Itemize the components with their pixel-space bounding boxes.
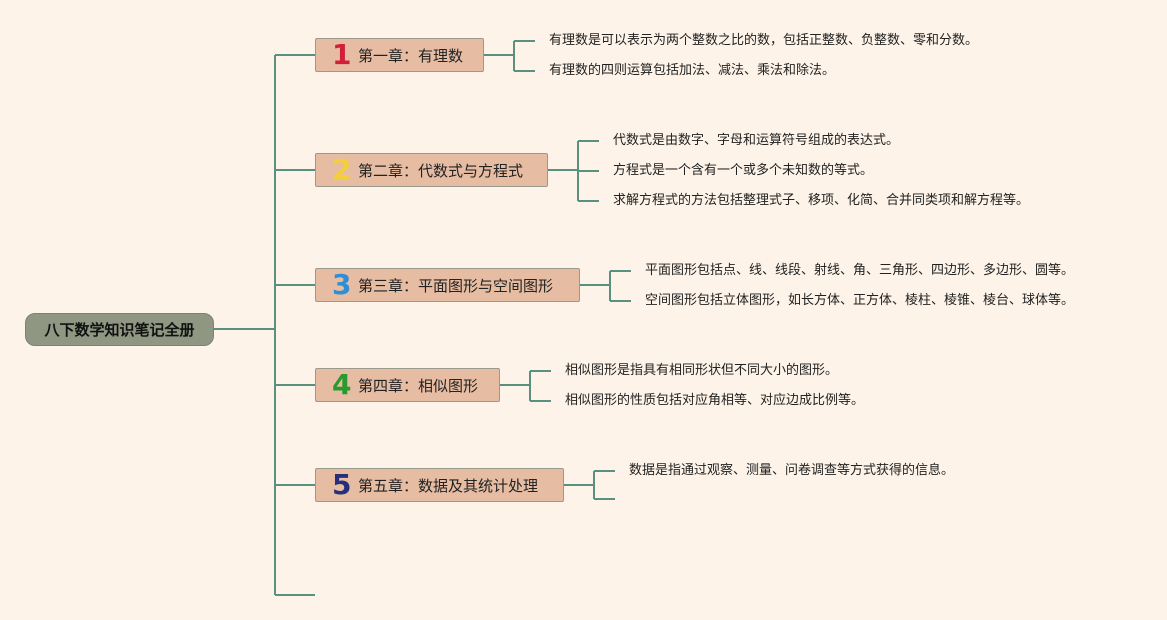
note-1-2[interactable]: 有理数的四则运算包括加法、减法、乘法和除法。 <box>549 63 836 78</box>
chapter-title: 第五章：数据及其统计处理 <box>358 476 539 495</box>
chapter-2-topic[interactable]: 2 第二章：代数式与方程式 <box>315 153 548 187</box>
chapter-number: 1 <box>332 38 352 71</box>
chapter-title: 第三章：平面图形与空间图形 <box>358 276 554 295</box>
chapter-number: 4 <box>332 368 352 401</box>
note-4-1[interactable]: 相似图形是指具有相同形状但不同大小的图形。 <box>565 363 839 378</box>
chapter-5-topic[interactable]: 5 第五章：数据及其统计处理 <box>315 468 564 502</box>
chapter-number: 3 <box>332 268 352 301</box>
note-4-2[interactable]: 相似图形的性质包括对应角相等、对应边成比例等。 <box>565 393 865 408</box>
note-3-2[interactable]: 空间图形包括立体图形，如长方体、正方体、棱柱、棱锥、棱台、球体等。 <box>645 293 1075 308</box>
note-5-1[interactable]: 数据是指通过观察、测量、问卷调查等方式获得的信息。 <box>629 463 955 478</box>
chapter-1-topic[interactable]: 1 第一章：有理数 <box>315 38 484 72</box>
root-topic[interactable]: 八下数学知识笔记全册 <box>25 313 214 346</box>
chapter-number: 5 <box>332 468 352 501</box>
root-title: 八下数学知识笔记全册 <box>44 321 195 339</box>
chapter-title: 第一章：有理数 <box>358 46 464 65</box>
chapter-3-topic[interactable]: 3 第三章：平面图形与空间图形 <box>315 268 580 302</box>
note-3-1[interactable]: 平面图形包括点、线、线段、射线、角、三角形、四边形、多边形、圆等。 <box>645 263 1075 278</box>
chapter-title: 第二章：代数式与方程式 <box>358 161 524 180</box>
note-2-3[interactable]: 求解方程式的方法包括整理式子、移项、化简、合并同类项和解方程等。 <box>613 193 1030 208</box>
note-1-1[interactable]: 有理数是可以表示为两个整数之比的数，包括正整数、负整数、零和分数。 <box>549 33 979 48</box>
chapter-number: 2 <box>332 153 352 186</box>
chapter-4-topic[interactable]: 4 第四章：相似图形 <box>315 368 500 402</box>
note-2-1[interactable]: 代数式是由数字、字母和运算符号组成的表达式。 <box>613 133 900 148</box>
note-2-2[interactable]: 方程式是一个含有一个或多个未知数的等式。 <box>613 163 874 178</box>
chapter-title: 第四章：相似图形 <box>358 376 479 395</box>
